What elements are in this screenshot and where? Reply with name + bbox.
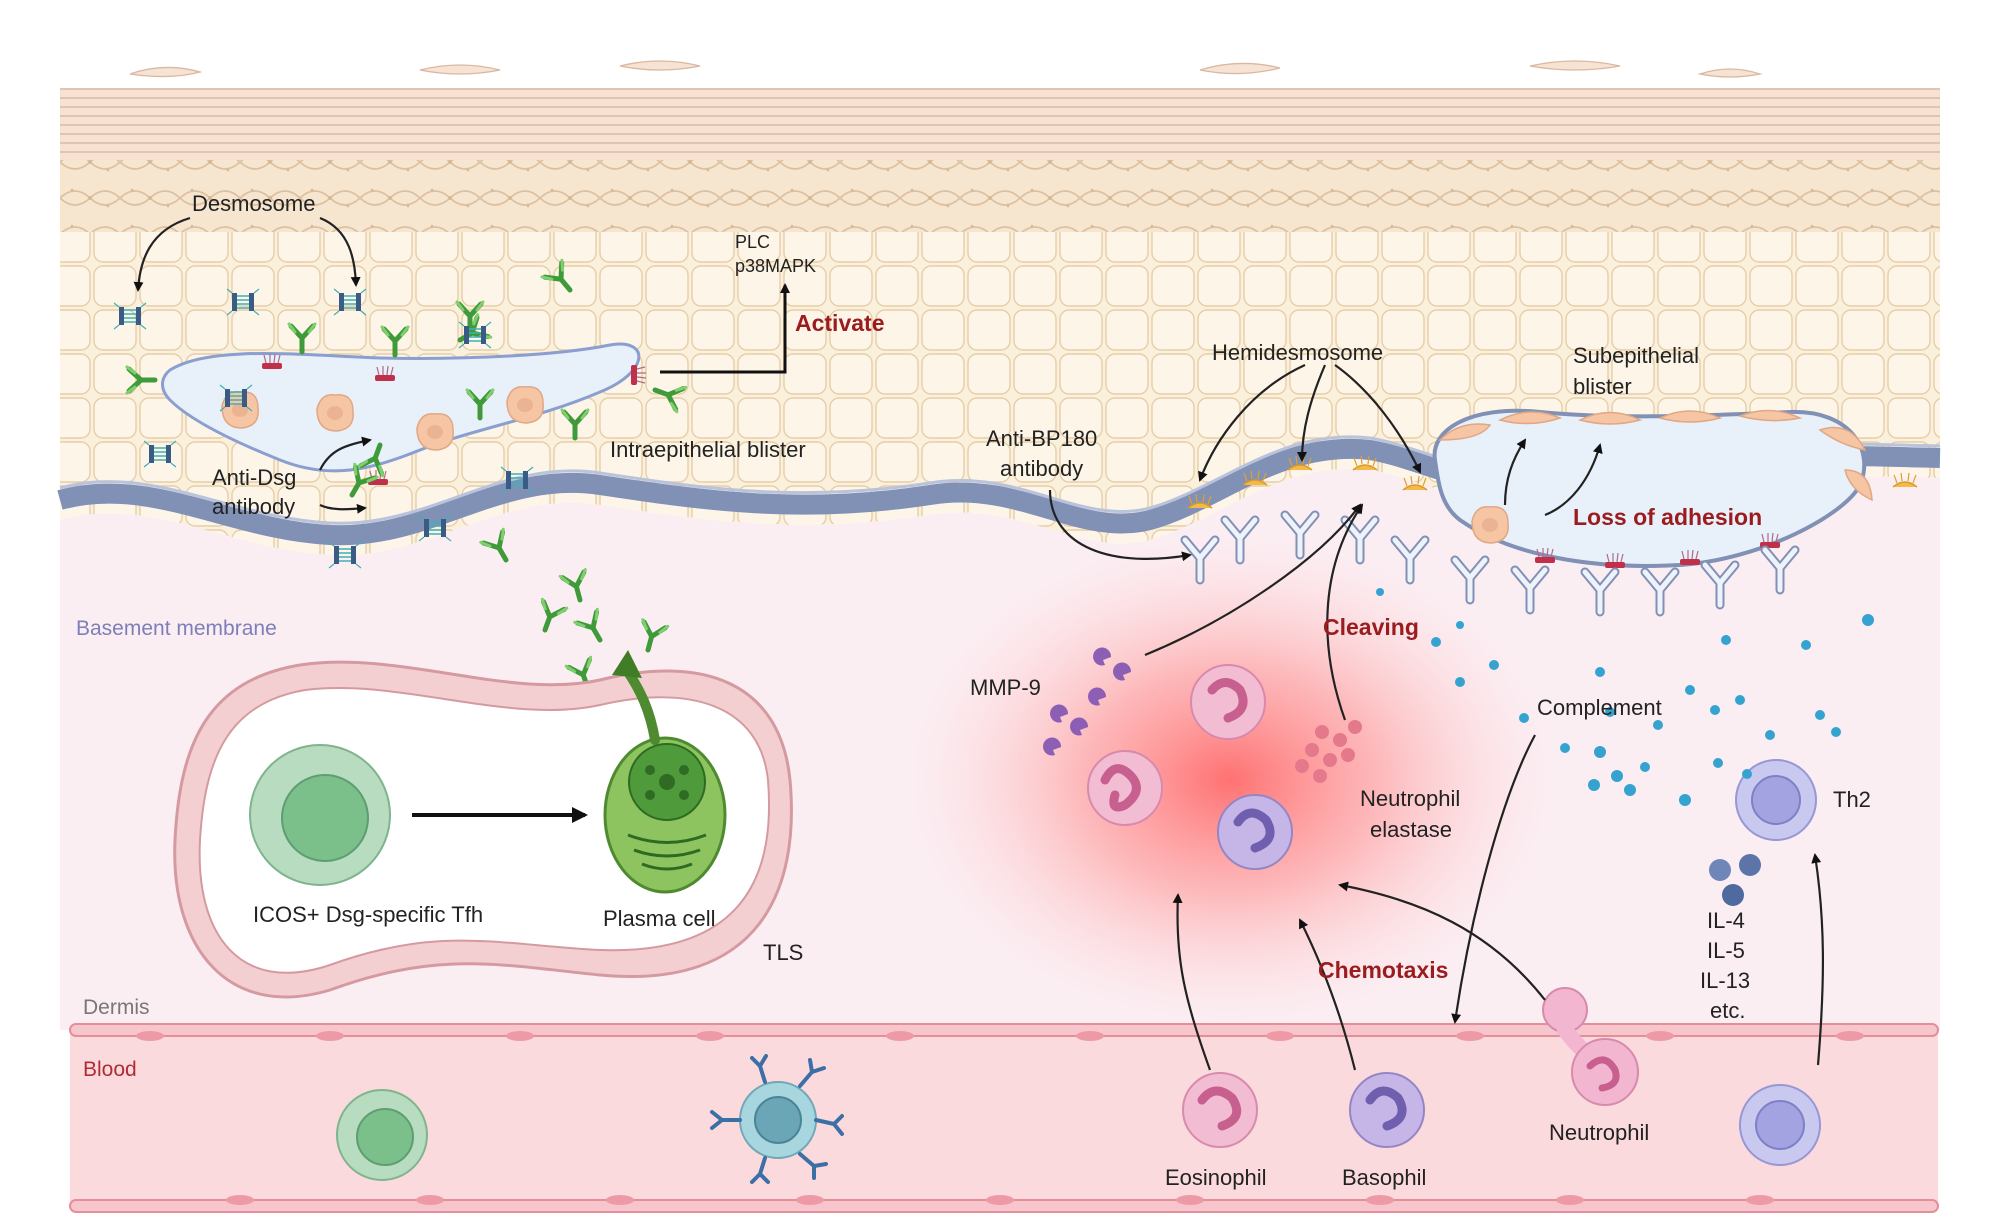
anti-bp180-label-2: antibody (1000, 456, 1083, 481)
plasma-cell-icon (603, 736, 727, 894)
anti-bp180-label-1: Anti-BP180 (986, 426, 1097, 451)
desmosome-label: Desmosome (192, 191, 315, 216)
eosinophil-label: Eosinophil (1165, 1165, 1267, 1190)
labels: Desmosome PLC p38MAPK Activate Intraepit… (76, 191, 1871, 1190)
basophil-icon (1217, 794, 1425, 1148)
blood-label: Blood (83, 1058, 137, 1081)
plasma-cell-label: Plasma cell (603, 906, 715, 931)
dermis-label: Dermis (83, 996, 150, 1019)
neutrophil-label: Neutrophil (1549, 1120, 1649, 1145)
il5-label: IL-5 (1707, 938, 1745, 963)
subepithelial-label-1: Subepithelial (1573, 343, 1699, 368)
activate-label: Activate (795, 310, 884, 336)
cytokine-icon (1709, 854, 1761, 906)
secretion-arrow (623, 667, 660, 745)
subepithelial-blister (1432, 408, 1873, 569)
p38mapk-label: p38MAPK (735, 256, 816, 276)
arrows (133, 216, 1825, 1071)
th2-label: Th2 (1833, 787, 1871, 812)
chemotaxis-label: Chemotaxis (1318, 957, 1448, 983)
hemidesmosome-label: Hemidesmosome (1212, 340, 1383, 365)
anti-dsg-label-1: Anti-Dsg (212, 465, 296, 490)
intraepithelial-blister (127, 260, 686, 566)
tfh-cell-icon (249, 744, 391, 886)
etc-label: etc. (1710, 998, 1745, 1023)
neutrophil-elastase-label-2: elastase (1370, 817, 1452, 842)
anti-dsg-label-2: antibody (212, 494, 295, 519)
neutrophil-elastase-icon (1295, 720, 1362, 783)
subepithelial-label-2: blister (1573, 374, 1632, 399)
eosinophil-icon (1087, 664, 1266, 1148)
complement-particle-icon (1376, 588, 1874, 806)
complement-label: Complement (1537, 695, 1662, 720)
mmp9-enzyme-icon (1043, 647, 1132, 756)
basement-membrane-label: Basement membrane (76, 617, 277, 640)
mmp9-label: MMP-9 (970, 675, 1041, 700)
basophil-label: Basophil (1342, 1165, 1426, 1190)
intraepithelial-blister-label: Intraepithelial blister (610, 437, 806, 462)
plc-label: PLC (735, 232, 770, 252)
cleaving-label: Cleaving (1323, 614, 1419, 640)
tls-label: TLS (763, 940, 803, 965)
il13-label: IL-13 (1700, 968, 1750, 993)
b-cell-icon (336, 1054, 844, 1184)
inflammation-glow (900, 530, 1560, 1030)
tfh-label: ICOS+ Dsg-specific Tfh (253, 902, 483, 927)
stratum-corneum-flakes (129, 60, 1763, 78)
th2-cell-icon (1735, 759, 1821, 1166)
loss-of-adhesion-label: Loss of adhesion (1573, 504, 1762, 530)
neutrophil-icon (1542, 987, 1639, 1106)
il4-label: IL-4 (1707, 908, 1745, 933)
tls-structure (173, 650, 793, 999)
neutrophil-elastase-label-1: Neutrophil (1360, 786, 1460, 811)
